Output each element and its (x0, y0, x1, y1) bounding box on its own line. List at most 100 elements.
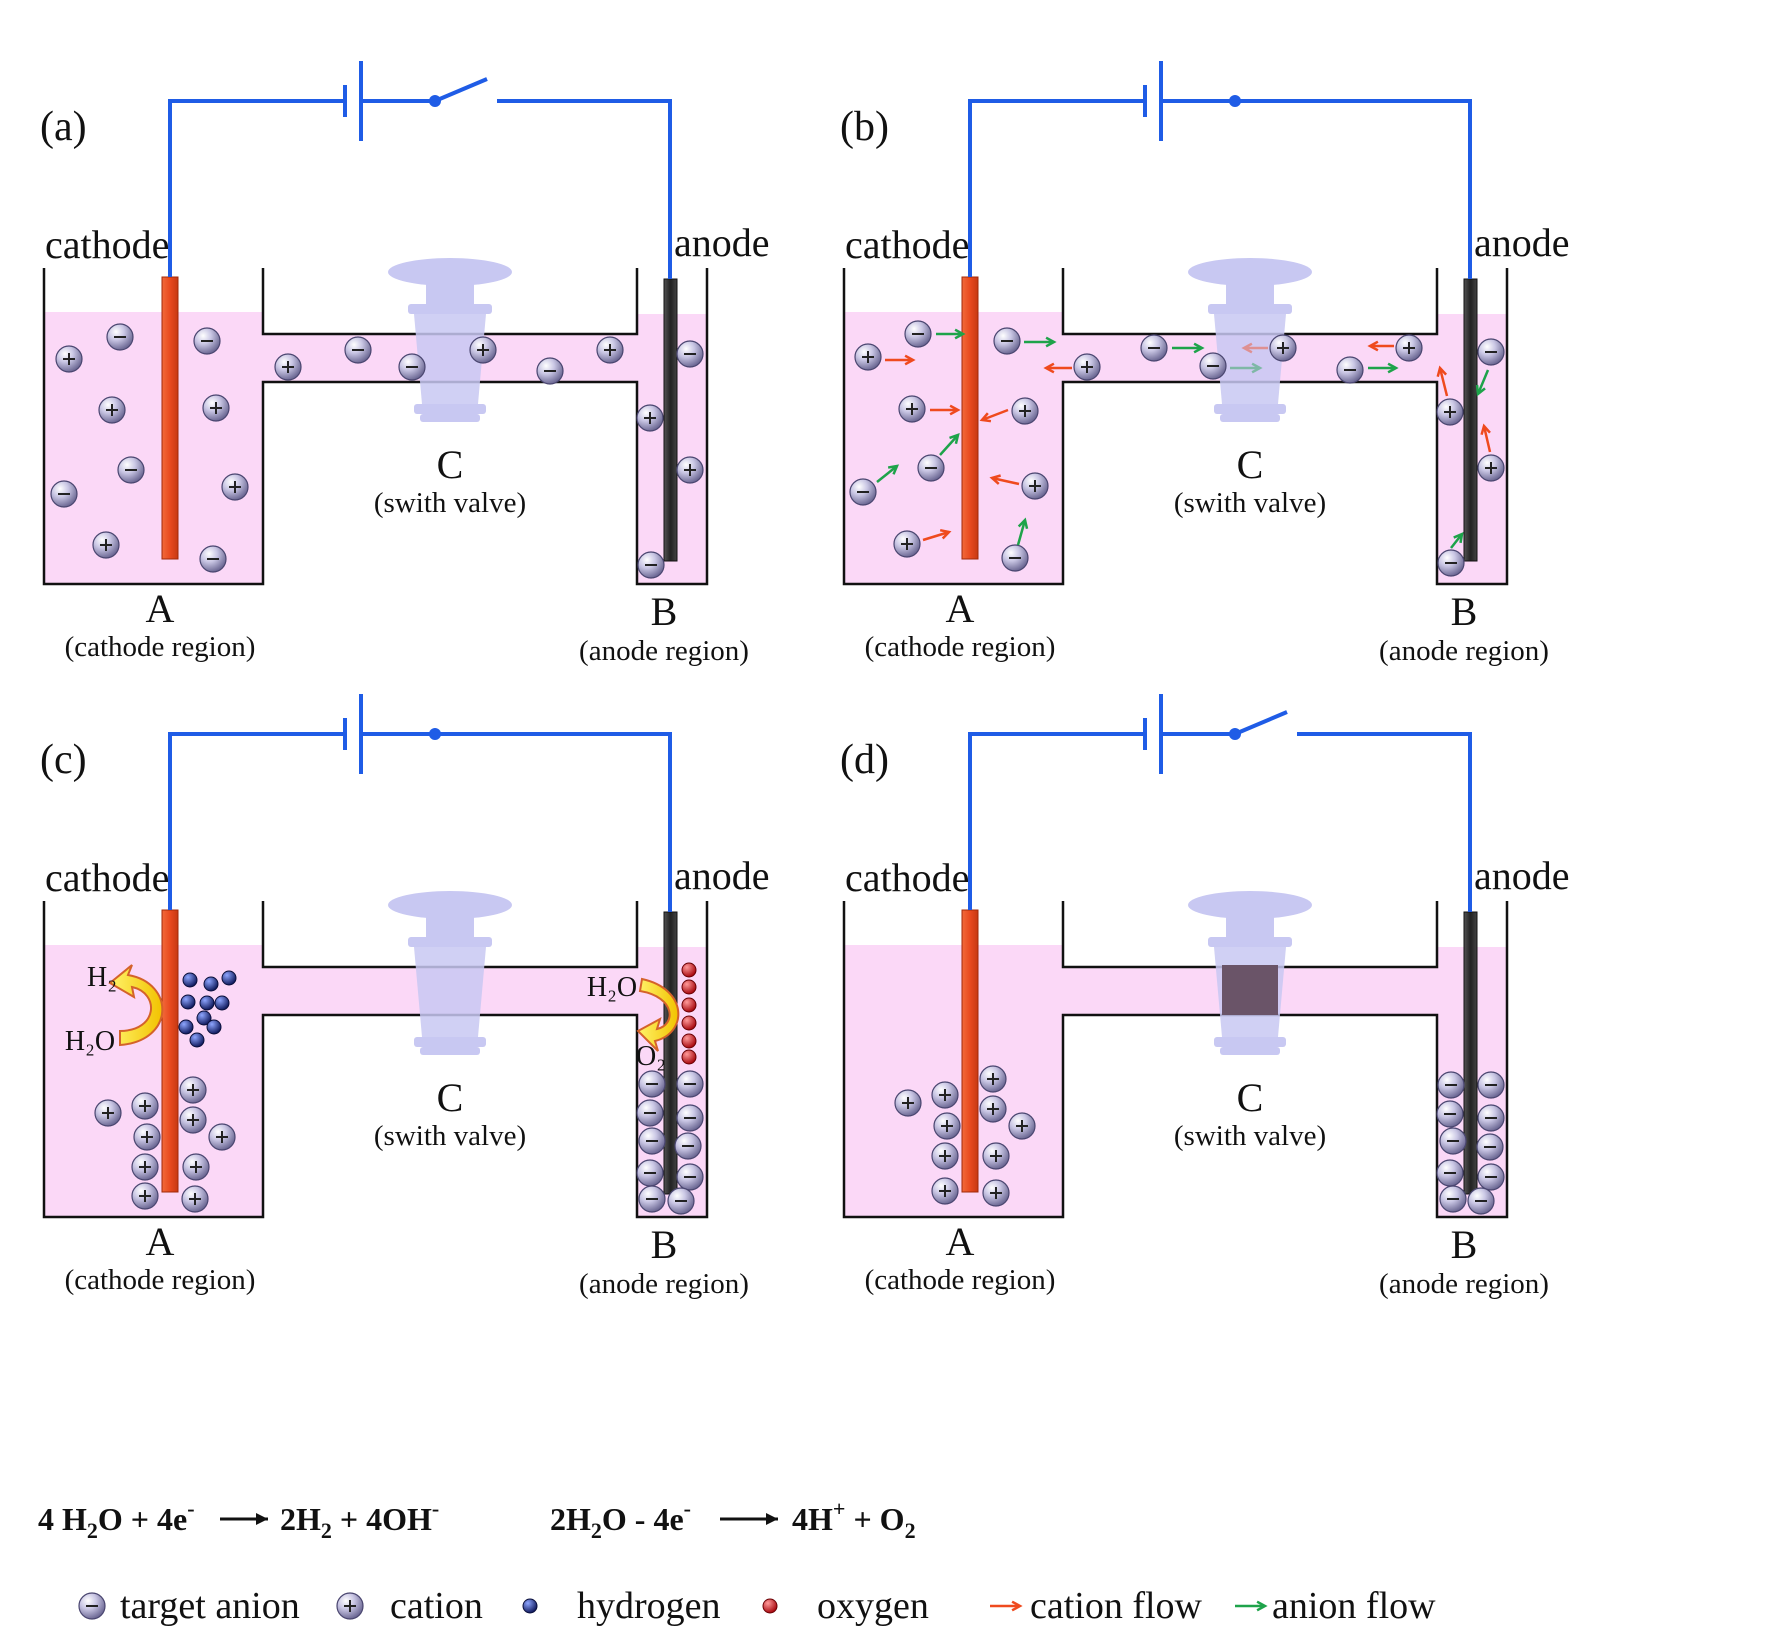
anion-ion (1477, 1071, 1505, 1099)
anion-ion (1437, 549, 1465, 577)
circuit-wire (968, 694, 1472, 912)
valve-label: C (437, 442, 464, 487)
cation-ion (131, 1153, 159, 1181)
anion-ion (993, 327, 1021, 355)
anode-electrode (1463, 278, 1478, 562)
cation-ion (274, 353, 302, 381)
circuit-wire (168, 694, 672, 912)
anion-ion (50, 480, 78, 508)
anion-ion (117, 456, 145, 484)
anion-ion (1477, 1163, 1505, 1191)
cation-ion (1269, 334, 1297, 362)
anion-ion (1477, 1104, 1505, 1132)
cation-ion (94, 1099, 122, 1127)
cathode-label: cathode (845, 222, 969, 267)
panel-label: (c) (40, 737, 87, 783)
anion-flow-arrow (1172, 342, 1205, 354)
cation-flow-arrow (1043, 362, 1072, 374)
hydrogen-bubble (522, 1598, 538, 1614)
oxygen-bubble (681, 1049, 697, 1065)
anion-flow-arrow (876, 464, 900, 483)
switch-valve[interactable] (1188, 258, 1312, 422)
circuit-wire (968, 61, 1472, 279)
cation-ion (1073, 353, 1101, 381)
cation-ion (894, 1089, 922, 1117)
cation-flow-arrow (885, 354, 916, 366)
cation-ion (596, 336, 624, 364)
anode-label: anode (674, 853, 770, 898)
anion-ion (1436, 1159, 1464, 1187)
anion-ion (1476, 1133, 1504, 1161)
anion-ion (638, 1185, 666, 1213)
cathode-electrode (961, 276, 979, 560)
anion-ion (1437, 1071, 1465, 1099)
cation-ion (979, 1065, 1007, 1093)
cation-ion (208, 1123, 236, 1151)
oxygen-bubble (681, 1015, 697, 1031)
anion-ion (676, 1104, 704, 1132)
switch-valve[interactable] (388, 258, 512, 422)
h2-label: H₂ (87, 962, 117, 993)
ions-layer (849, 320, 1505, 577)
panel-label: (d) (840, 737, 889, 783)
cathode-electrode (161, 276, 179, 560)
ions-layer (94, 962, 704, 1215)
cation-ion (1011, 397, 1039, 425)
anion-ion (676, 340, 704, 368)
cation-ion (636, 404, 664, 432)
anion-flow-arrow (1368, 362, 1399, 374)
anion-flow-arrow (936, 328, 966, 340)
o2-label: O₂ (636, 1041, 666, 1072)
anion-ion (904, 320, 932, 348)
anion-ion (676, 1163, 704, 1191)
switch-valve[interactable] (388, 891, 512, 1055)
cation-ion (179, 1076, 207, 1104)
valve-desc: (swith valve) (1174, 1120, 1326, 1152)
switch-closed[interactable] (1235, 99, 1472, 279)
hydrogen-bubble (206, 1019, 222, 1035)
region-a-label: A (946, 586, 975, 631)
h2o-label-anode: H₂O (587, 972, 637, 1003)
cathode-electrode (961, 909, 979, 1193)
cation-ion (893, 530, 921, 558)
cation-ion (854, 343, 882, 371)
anode-label: anode (1474, 853, 1570, 898)
anion-ion (637, 551, 665, 579)
cathode-electrode (161, 909, 179, 1193)
svg-text:2H2O - 4e-: 2H2O - 4e- (550, 1496, 691, 1543)
region-b-desc: (anode region) (1379, 635, 1549, 667)
hydrogen-bubble (214, 995, 230, 1011)
cation-ion (181, 1185, 209, 1213)
switch-valve[interactable] (1188, 891, 1312, 1055)
switch-closed[interactable] (435, 732, 672, 912)
legend-hydrogen-label: hydrogen (577, 1585, 721, 1627)
cathode-label: cathode (45, 222, 169, 267)
valve-desc: (swith valve) (374, 1120, 526, 1152)
cation-ion (979, 1095, 1007, 1123)
anion-ion (1439, 1185, 1467, 1213)
switch-lever-open[interactable] (434, 77, 488, 103)
legend-cation-flow-label: cation flow (1030, 1585, 1203, 1627)
cation-flow-arrow (1241, 342, 1268, 354)
cathode-label: cathode (845, 855, 969, 900)
cation-ion (1021, 472, 1049, 500)
cathode-reaction-arrow (108, 964, 164, 1047)
anion-ion (536, 357, 564, 385)
region-a-desc: (cathode region) (65, 631, 256, 663)
cation-flow-arrow (930, 404, 961, 416)
svg-text:4H+ + O2: 4H+ + O2 (792, 1496, 916, 1543)
legend-anion-label: target anion (120, 1585, 300, 1627)
cation-ion (1395, 334, 1423, 362)
cation-ion (982, 1179, 1010, 1207)
cation-flow-arrow (989, 474, 1020, 486)
region-b-desc: (anode region) (579, 635, 749, 667)
panel-label: (b) (840, 104, 889, 150)
anion-flow-arrow (1475, 369, 1490, 397)
anode-electrode (663, 278, 678, 562)
cation-ion (336, 1592, 364, 1620)
cation-ion (1477, 454, 1505, 482)
switch-lever-open[interactable] (1234, 710, 1288, 736)
anion-ion (1436, 1100, 1464, 1128)
anion-ion (78, 1592, 106, 1620)
anode-reaction-equation: 2H2O - 4e- 4H+ + O2 (550, 1496, 916, 1543)
